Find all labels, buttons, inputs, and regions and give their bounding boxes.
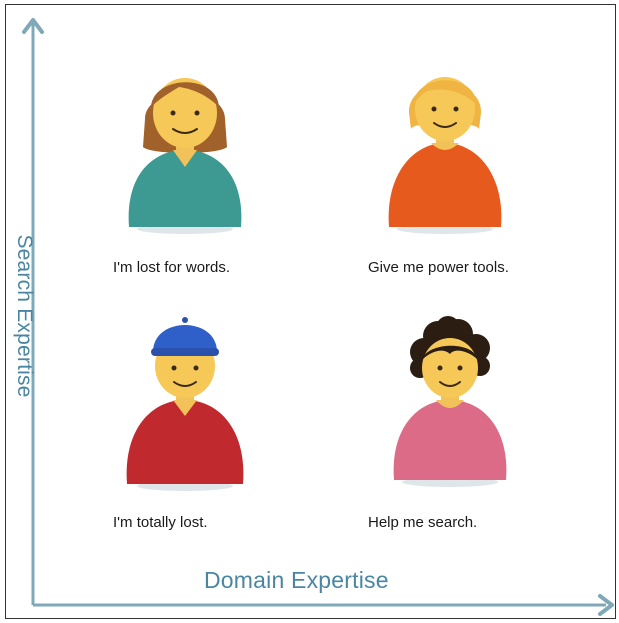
woman-curly-hair-icon — [393, 316, 507, 487]
caption-help-me-search: Help me search. — [368, 514, 478, 531]
man-blue-cap-icon — [126, 317, 244, 491]
caption-power-tools: Give me power tools. — [368, 259, 509, 276]
y-axis-arrow-icon — [22, 18, 44, 34]
x-axis-arrow-icon — [598, 594, 614, 616]
woman-blonde-hair-icon — [388, 77, 502, 234]
persona-power-tools — [383, 55, 507, 237]
persona-totally-lost — [123, 312, 247, 494]
persona-lost-for-words — [123, 55, 247, 237]
diagram-frame — [5, 4, 616, 619]
caption-totally-lost: I'm totally lost. — [113, 514, 208, 531]
caption-lost-for-words: I'm lost for words. — [113, 259, 231, 276]
x-axis-label: Domain Expertise — [204, 567, 389, 593]
persona-help-me-search — [388, 306, 512, 488]
y-axis-label: Search Expertise — [13, 234, 36, 398]
woman-brown-hair-icon — [128, 78, 242, 234]
